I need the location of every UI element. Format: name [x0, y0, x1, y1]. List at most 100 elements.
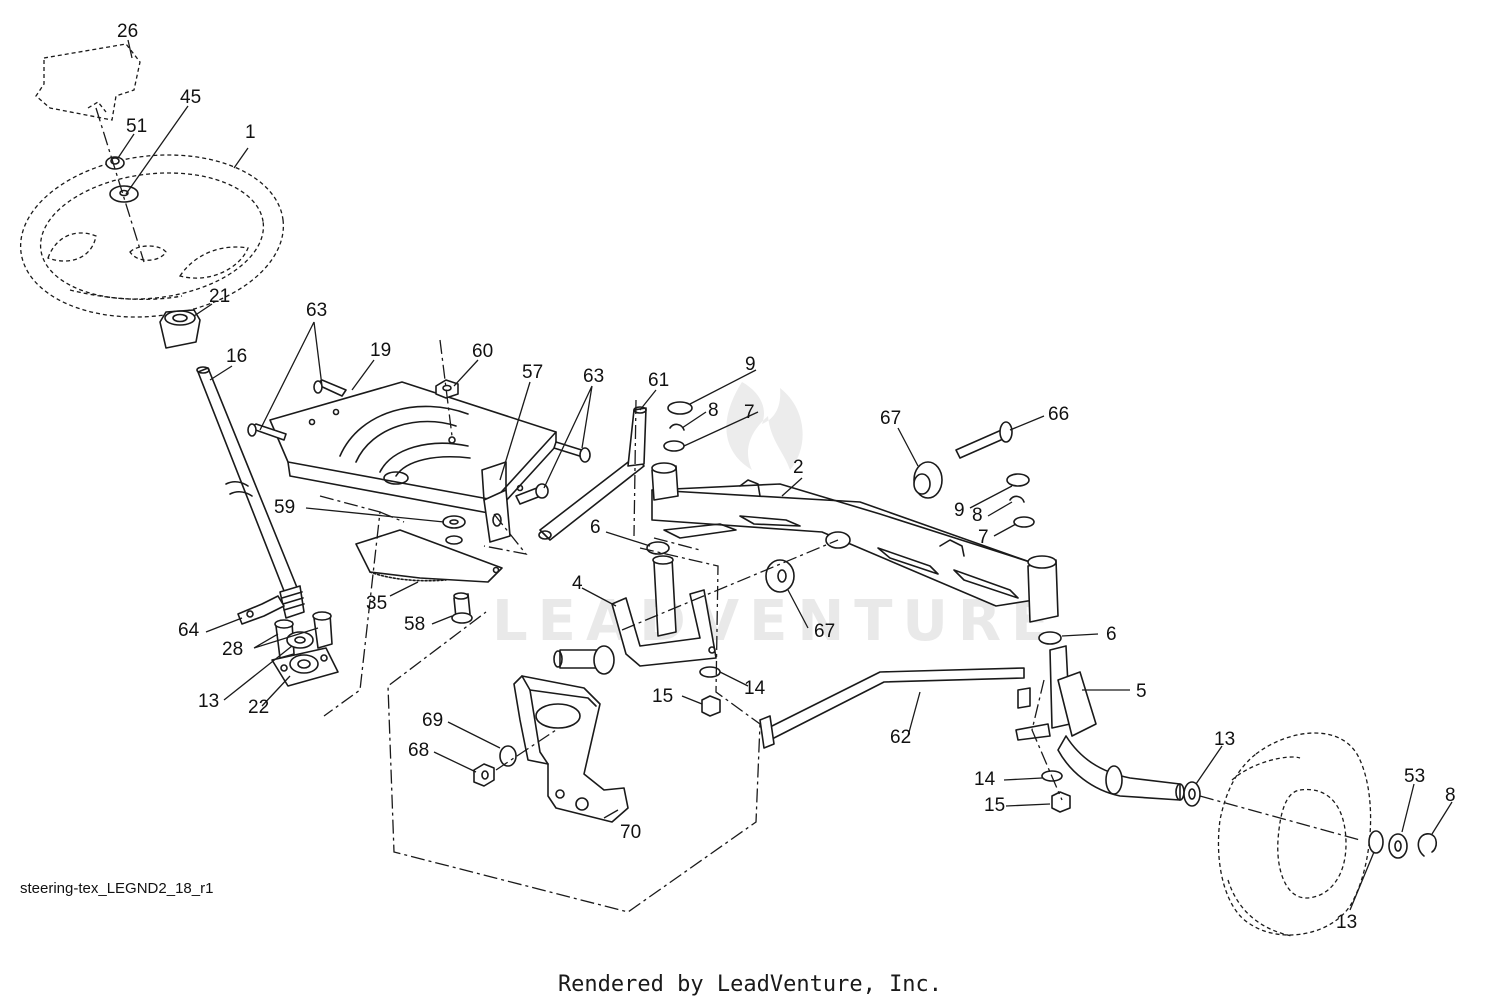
right-kingpin-clip — [1009, 495, 1025, 503]
steering-shaft — [196, 366, 305, 619]
callout-28: 28 — [222, 639, 243, 660]
right-kingpin-cap — [1006, 473, 1030, 487]
callout-19: 19 — [370, 340, 391, 361]
gear-bracket — [481, 461, 511, 543]
flange-bolts — [274, 611, 333, 659]
guard-washer — [499, 745, 517, 767]
callout-70: 70 — [620, 822, 641, 843]
callout-66: 66 — [1048, 404, 1069, 425]
left-kingpin-washer — [663, 440, 685, 452]
callout-6-left: 6 — [590, 517, 601, 538]
gear-washer — [442, 515, 466, 529]
plate-bolt-lower — [515, 483, 549, 505]
callout-5: 5 — [1136, 681, 1147, 702]
callout-53: 53 — [1404, 766, 1425, 787]
callout-7-right: 7 — [978, 527, 989, 548]
callout-51: 51 — [126, 116, 147, 137]
guard-nut — [473, 763, 495, 787]
callout-62: 62 — [890, 727, 911, 748]
wheel-retaining-clip — [1417, 833, 1438, 857]
right-kingpin-tube — [1027, 555, 1059, 623]
spindle-assembly-outline — [387, 547, 761, 913]
right-tie-nut — [1051, 791, 1071, 813]
callout-8-wheel: 8 — [1445, 785, 1456, 806]
callout-16: 16 — [226, 346, 247, 367]
callout-59: 59 — [274, 497, 295, 518]
wheel-nut — [105, 156, 125, 170]
watermark-text: LEADVENTURE — [492, 589, 1059, 654]
tie-rod — [759, 667, 1031, 749]
callout-9-left: 9 — [745, 354, 756, 375]
callout-26: 26 — [117, 21, 138, 42]
seat-phantom — [35, 43, 141, 121]
gear-pivot-bolt — [451, 592, 473, 624]
drawing-code: steering-tex_LEGND2_18_r1 — [20, 880, 213, 897]
wheel-inner-washer — [1183, 781, 1201, 807]
support-assembly-outline — [319, 495, 381, 717]
drag-link — [538, 406, 647, 541]
callout-64: 64 — [178, 620, 200, 641]
callout-9-right: 9 — [954, 500, 965, 521]
callout-15-right: 15 — [984, 795, 1005, 816]
axle-pivot-bolt — [955, 421, 1013, 459]
steering-support-plate — [269, 381, 557, 515]
callout-1: 1 — [245, 122, 256, 143]
callout-labels: 26 45 51 1 21 16 63 19 60 57 63 61 9 8 7… — [117, 21, 1456, 933]
callout-7-left: 7 — [744, 402, 755, 423]
callout-4: 4 — [572, 573, 583, 594]
plate-nut — [435, 379, 459, 399]
callout-2: 2 — [793, 457, 804, 478]
plate-bolt-left — [247, 423, 287, 441]
leadventure-watermark: LEADVENTURE — [492, 382, 1059, 654]
wheel-outer-washer — [1368, 830, 1384, 854]
left-spindle — [553, 555, 717, 675]
sector-gear — [355, 529, 503, 583]
wheel-washer — [109, 185, 139, 203]
left-kingpin-clip — [669, 423, 685, 431]
callout-57: 57 — [522, 362, 543, 383]
left-kingpin-tube — [651, 462, 679, 501]
front-wheel-phantom — [1217, 732, 1372, 937]
axle-guard-plate — [513, 675, 629, 823]
callout-13-wheel-outer: 13 — [1336, 912, 1357, 933]
callout-6-right: 6 — [1106, 624, 1117, 645]
callout-8-left: 8 — [708, 400, 719, 421]
callout-22: 22 — [248, 697, 269, 718]
callout-67-bottom: 67 — [814, 621, 835, 642]
left-kingpin-cap — [667, 401, 693, 415]
right-kingpin-washer — [1013, 516, 1035, 528]
flange-plate — [271, 647, 339, 687]
plate-bolt-right — [553, 441, 591, 463]
callout-35: 35 — [366, 593, 387, 614]
callout-14-right: 14 — [974, 769, 996, 790]
flange-bearing — [286, 631, 314, 649]
callout-58: 58 — [404, 614, 425, 635]
left-tie-nut — [701, 695, 721, 717]
plate-bolt-upper — [313, 379, 347, 397]
right-spacer-washer — [1038, 631, 1062, 645]
callout-13-wheel-inner: 13 — [1214, 729, 1235, 750]
leader-lines — [117, 39, 1453, 911]
callout-67-top: 67 — [880, 408, 901, 429]
steering-bushing — [159, 309, 201, 349]
rendered-by-footer: Rendered by LeadVenture, Inc. — [557, 972, 943, 997]
callout-68: 68 — [408, 740, 429, 761]
callout-13-flange: 13 — [198, 691, 219, 712]
steering-wheel — [19, 154, 285, 318]
axle-spacer-top — [913, 461, 943, 499]
callout-15-left: 15 — [652, 686, 673, 707]
shaft-bracket — [237, 595, 285, 625]
right-spindle — [1015, 645, 1185, 801]
callout-21: 21 — [209, 286, 230, 307]
callout-61: 61 — [648, 370, 669, 391]
callout-14-left: 14 — [744, 678, 766, 699]
callout-45: 45 — [180, 87, 201, 108]
callout-63-left: 63 — [306, 300, 327, 321]
front-axle — [651, 479, 1035, 607]
callout-63-right: 63 — [583, 366, 604, 387]
axle-spacer-bottom — [765, 559, 795, 593]
wheel-thrust-washer — [1388, 833, 1408, 859]
callout-8-right: 8 — [972, 505, 983, 526]
callout-60: 60 — [472, 341, 493, 362]
